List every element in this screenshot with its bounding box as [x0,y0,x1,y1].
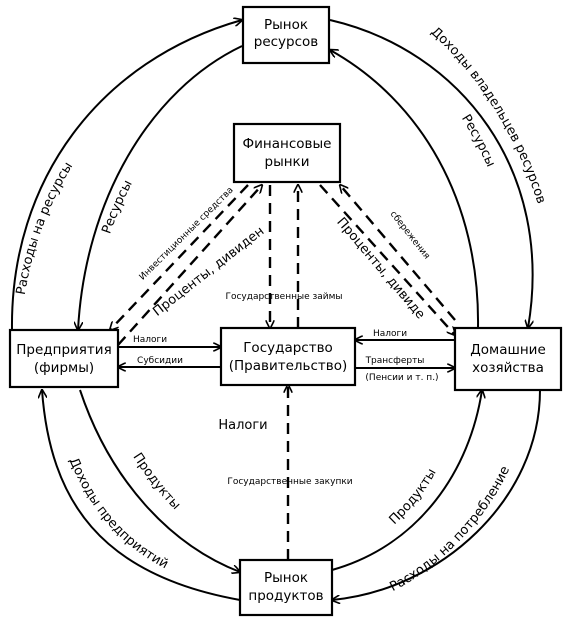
firms-node: Предприятия (фирмы) [8,328,120,389]
taxes-households-label: Налоги [373,329,407,339]
government-title-line1: Государство [243,340,333,356]
resources-right-label: Ресурсы [458,112,498,169]
transfers-label: Трансферты [365,356,425,366]
interest-dividends-firms-label: Проценты, дивиденды [0,0,267,320]
resource-spending-flow [10,20,242,331]
financial-markets-title-line2: рынки [265,154,310,170]
product-market-title-line1: Рынок [264,570,308,586]
product-market-node: Рынок продуктов [238,558,334,617]
resource-market-title-line1: Рынок [264,17,308,33]
financial-markets-title-line1: Финансовые [243,136,332,152]
products-left-label: Продукты [130,450,184,513]
financial-markets-node: Финансовые рынки [232,122,342,184]
government-node: Государство (Правительство) [219,326,357,387]
gov-purchases-label: Государственные закупки [227,477,352,487]
gov-loans-label: Государственные займы [225,292,342,302]
resource-market-node: Рынок ресурсов [241,5,331,65]
investment-funds-flow [110,184,249,330]
firm-income-flow [42,390,241,601]
firms-title-line2: (фирмы) [34,360,94,376]
resources-from-households-flow [330,50,480,329]
resources-to-firms-flow [78,45,243,330]
interest-dividends-households-flow [319,184,455,335]
owner-income-flow [329,19,533,328]
taxes-center-label: Налоги [218,418,267,433]
households-title-line2: хозяйства [472,360,544,376]
pensions-label: (Пенсии и т. п.) [365,373,438,383]
firms-title-line1: Предприятия [16,342,111,358]
products-right-label: Продукты [387,466,440,528]
consumer-spending-flow [332,389,541,600]
subsidies-label: Субсидии [137,356,183,366]
households-title-line1: Домашние [470,342,546,358]
resources-left-label: Ресурсы [99,178,135,236]
gov-loans-label-text: Государственные займы [225,292,342,302]
savings-flow [340,185,456,321]
households-node: Домашние хозяйства [453,326,563,392]
government-title-line2: (Правительство) [229,358,348,374]
interest-dividends-firms-flow [117,185,262,346]
owner-income-label: Доходы владельцев ресурсов [428,24,549,205]
resource-market-title-line2: ресурсов [254,34,319,50]
products-to-households-flow [331,390,482,571]
savings-label: сбережения [388,209,432,261]
product-market-title-line2: продуктов [248,588,323,604]
taxes-firms-label: Налоги [133,335,167,345]
products-to-market-flow [79,389,240,572]
consumer-spending-label: Расходы на потребление [387,464,513,595]
